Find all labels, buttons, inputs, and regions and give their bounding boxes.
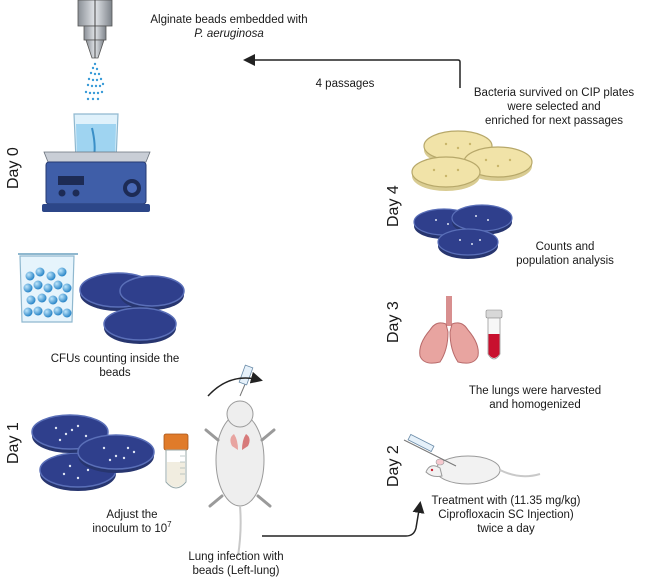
petri-dish-icon <box>79 272 185 344</box>
day-3-label: Day 3 <box>385 301 402 343</box>
infection-arrow <box>207 371 263 397</box>
adjust-inoculum-label: Adjust the inoculum to 107 <box>92 509 172 535</box>
counts-label: Counts and population analysis <box>516 241 614 267</box>
petri-dish-icon <box>31 414 155 491</box>
day-1-label: Day 1 <box>5 422 22 464</box>
syringe-icon <box>238 364 254 397</box>
beaker-on-stirrer-icon <box>42 113 151 212</box>
bead-beaker-icon <box>18 253 78 323</box>
syringe-icon <box>403 433 457 467</box>
lungs-icon <box>419 296 479 364</box>
nozzle-icon <box>77 0 113 101</box>
treatment-arrow <box>262 501 425 537</box>
treatment-label: Treatment with (11.35 mg/kg) Ciprofloxac… <box>431 495 581 535</box>
culture-tube-icon <box>163 433 189 489</box>
day-2-label: Day 2 <box>385 445 402 487</box>
day-4-label: Day 4 <box>385 185 402 227</box>
mouse-icon <box>425 455 541 485</box>
blood-tube-icon <box>485 309 503 360</box>
petri-dish-icon <box>413 204 513 259</box>
lungs-harvest-label: The lungs were harvested and homogenized <box>468 385 602 411</box>
alginate-label: Alginate beads embedded with P. aerugino… <box>150 14 308 40</box>
passages-label: 4 passages <box>315 78 375 90</box>
lung-infection-label: Lung infection with beads (Left-lung) <box>188 551 284 577</box>
mouse-icon <box>204 400 276 557</box>
passage-arrow <box>243 54 461 88</box>
survived-label: Bacteria survived on CIP plates were sel… <box>473 87 635 127</box>
petri-dish-icon <box>411 130 533 191</box>
cfu-label: CFUs counting inside the beads <box>50 353 180 379</box>
day-0-label: Day 0 <box>5 147 22 189</box>
